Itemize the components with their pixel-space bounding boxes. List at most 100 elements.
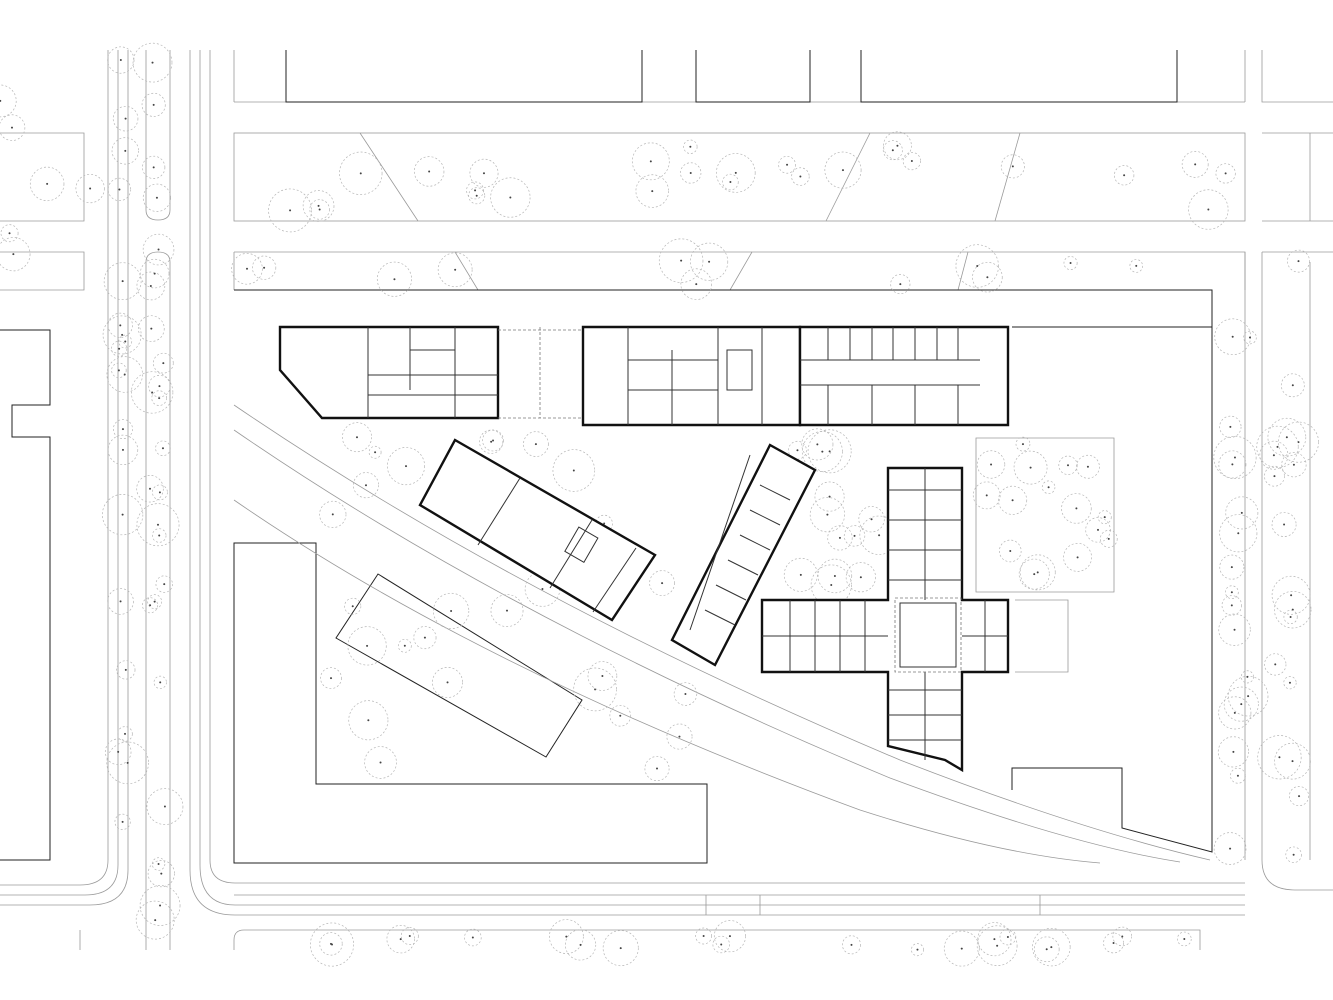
- tree-canopy: [136, 271, 166, 301]
- tree-trunk: [572, 469, 575, 472]
- tree-trunk: [1274, 663, 1277, 666]
- tree-trunk: [163, 805, 166, 808]
- tree-trunk: [689, 171, 692, 174]
- tree-trunk: [121, 820, 124, 823]
- tree-canopy: [635, 174, 669, 208]
- tree-canopy: [152, 484, 168, 501]
- tree-trunk: [1230, 604, 1233, 607]
- tree-canopy: [142, 155, 166, 179]
- tree-trunk: [734, 171, 737, 174]
- tree-canopy: [0, 114, 26, 141]
- tree-canopy: [842, 935, 861, 955]
- tree-trunk: [117, 369, 120, 372]
- tree-canopy: [142, 233, 175, 266]
- tree-canopy: [111, 340, 128, 357]
- tree-trunk: [124, 340, 127, 343]
- tree-canopy: [136, 503, 180, 547]
- tree-trunk: [799, 175, 802, 178]
- tree-canopy: [809, 497, 846, 533]
- tree-canopy: [523, 431, 549, 457]
- tree-canopy: [1215, 163, 1236, 184]
- tree-canopy: [587, 661, 618, 691]
- tree-canopy: [1285, 846, 1302, 863]
- tree-canopy: [347, 626, 387, 666]
- tree-canopy: [153, 352, 174, 374]
- tree-canopy: [153, 675, 167, 689]
- tree-trunk: [289, 209, 292, 212]
- tree-trunk: [1247, 695, 1250, 698]
- tree-trunk: [119, 59, 122, 62]
- tree-canopy: [151, 857, 166, 871]
- tree-trunk: [1291, 384, 1294, 387]
- tree-trunk: [1230, 591, 1233, 594]
- tree-trunk: [1297, 260, 1300, 263]
- tree-canopy: [142, 597, 158, 614]
- tree-canopy: [268, 188, 312, 233]
- tree-canopy: [1181, 151, 1209, 178]
- tree-trunk: [158, 385, 161, 388]
- tree-canopy: [955, 244, 999, 288]
- tree-canopy: [152, 528, 167, 543]
- tree-trunk: [534, 443, 537, 446]
- tree-trunk: [1246, 675, 1249, 678]
- tree-canopy: [112, 105, 139, 132]
- tree-canopy: [609, 704, 632, 727]
- tree-canopy: [972, 261, 1003, 293]
- tree-trunk: [1194, 163, 1197, 166]
- tree-canopy: [999, 539, 1022, 563]
- tree-trunk: [12, 253, 15, 256]
- tree-canopy: [1280, 373, 1305, 398]
- tree-trunk: [450, 609, 453, 612]
- tree-canopy: [1013, 450, 1048, 485]
- tree-canopy: [1259, 440, 1289, 470]
- tree-canopy: [107, 312, 133, 338]
- tree-canopy: [368, 445, 382, 459]
- tree-trunk: [1290, 594, 1293, 597]
- tree-trunk: [1229, 847, 1232, 850]
- tree-trunk: [1240, 511, 1243, 514]
- tree-canopy: [999, 928, 1017, 946]
- tree-trunk: [1009, 549, 1012, 552]
- tree-trunk: [475, 194, 478, 197]
- tree-canopy: [972, 481, 1001, 510]
- tree-canopy: [1018, 558, 1050, 590]
- tree-canopy: [1213, 435, 1257, 479]
- tree-trunk: [1231, 335, 1234, 338]
- tree-trunk: [1233, 711, 1236, 714]
- tree-trunk: [408, 935, 411, 938]
- tree-trunk: [1237, 532, 1240, 535]
- tree-trunk: [786, 163, 789, 166]
- tree-canopy: [791, 167, 810, 186]
- tree-trunk: [246, 267, 249, 270]
- tree-trunk: [124, 149, 127, 152]
- tree-canopy: [107, 177, 132, 202]
- tree-trunk: [1121, 935, 1124, 938]
- tree-canopy: [1188, 189, 1229, 230]
- tree-canopy: [911, 943, 924, 957]
- tree-canopy: [976, 450, 1006, 479]
- tree-canopy: [353, 472, 379, 499]
- tree-canopy: [1015, 436, 1031, 452]
- tree-trunk: [46, 182, 49, 185]
- tree-trunk: [1230, 566, 1233, 569]
- tree-trunk: [1233, 628, 1236, 631]
- tree-trunk: [916, 948, 919, 951]
- tree-canopy: [0, 237, 31, 272]
- tree-trunk: [1291, 760, 1294, 763]
- tree-canopy: [801, 428, 834, 461]
- tree-canopy: [155, 575, 173, 593]
- tree-trunk: [601, 675, 604, 678]
- tree-trunk: [1233, 456, 1236, 459]
- tree-canopy: [716, 153, 756, 193]
- tree-canopy: [690, 242, 729, 281]
- tree-trunk: [1273, 475, 1276, 478]
- tree-trunk: [159, 904, 162, 907]
- tree-trunk: [702, 934, 705, 937]
- tree-canopy: [106, 356, 143, 393]
- tree-canopy: [147, 594, 163, 610]
- tree-canopy: [783, 557, 818, 592]
- tree-canopy: [1063, 256, 1078, 271]
- tree-trunk: [359, 172, 362, 175]
- tree-canopy: [902, 151, 921, 171]
- tree-trunk: [728, 935, 731, 938]
